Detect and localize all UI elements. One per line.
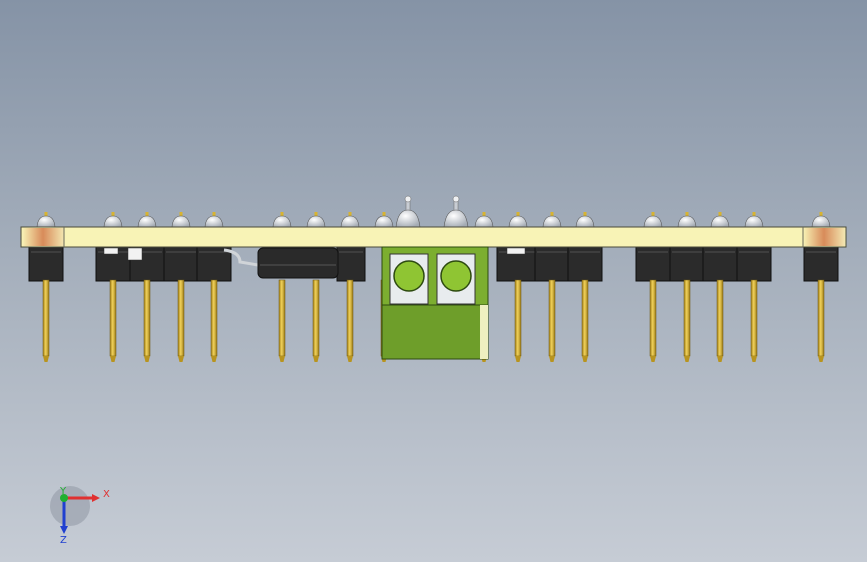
header-pin <box>649 279 657 362</box>
pcb-board <box>20 226 847 248</box>
solder-joint <box>508 212 528 228</box>
header-pin <box>109 279 117 362</box>
pcb-board-edge-right <box>803 228 845 246</box>
pcb-board-edge-left <box>22 228 64 246</box>
header-pin <box>278 279 286 362</box>
solder-joint <box>575 212 595 228</box>
solder-joint <box>542 212 562 228</box>
header-block <box>702 246 738 282</box>
solder-joint <box>171 212 191 228</box>
solder-joint <box>36 212 56 228</box>
smd-pad <box>506 247 526 255</box>
header-pin <box>581 279 589 362</box>
solder-joint <box>677 212 697 228</box>
header-block <box>28 246 64 282</box>
solder-joint <box>204 212 224 228</box>
header-pin <box>716 279 724 362</box>
header-pin <box>548 279 556 362</box>
solder-joint <box>306 212 326 228</box>
smd-chip <box>223 247 339 279</box>
header-pin <box>817 279 825 362</box>
header-pin <box>312 279 320 362</box>
terminal-block <box>381 246 489 360</box>
z-axis-label: Z <box>60 535 67 546</box>
header-pin <box>346 279 354 362</box>
header-block <box>336 246 366 282</box>
solder-joint <box>103 212 123 228</box>
header-block <box>635 246 671 282</box>
solder-joint <box>643 212 663 228</box>
solder-joint <box>340 212 360 228</box>
smd-pad <box>127 247 143 261</box>
solder-joint <box>474 212 494 228</box>
header-pin <box>514 279 522 362</box>
solder-joint <box>272 212 292 228</box>
solder-joint <box>443 195 469 228</box>
x-axis-label: X <box>103 489 110 500</box>
solder-joint <box>374 212 394 228</box>
solder-joint <box>137 212 157 228</box>
pcb-assembly <box>20 195 847 362</box>
header-pin <box>210 279 218 362</box>
coordinate-triad: X Y Z <box>50 486 110 546</box>
header-block <box>567 246 603 282</box>
header-block <box>534 246 570 282</box>
header-block <box>163 246 199 282</box>
solder-joint <box>395 195 421 228</box>
y-axis-label: Y <box>59 486 67 497</box>
header-block <box>196 246 232 282</box>
header-pin <box>42 279 50 362</box>
terminal-hole <box>440 260 472 292</box>
terminal-hole <box>393 260 425 292</box>
solder-joint <box>710 212 730 228</box>
solder-joint <box>744 212 764 228</box>
smd-pad <box>103 247 119 255</box>
y-axis-dot <box>60 494 68 502</box>
header-block <box>803 246 839 282</box>
header-pin <box>750 279 758 362</box>
header-pin <box>683 279 691 362</box>
header-pin <box>143 279 151 362</box>
header-block <box>736 246 772 282</box>
header-block <box>669 246 705 282</box>
header-pin <box>177 279 185 362</box>
solder-joint <box>811 212 831 228</box>
